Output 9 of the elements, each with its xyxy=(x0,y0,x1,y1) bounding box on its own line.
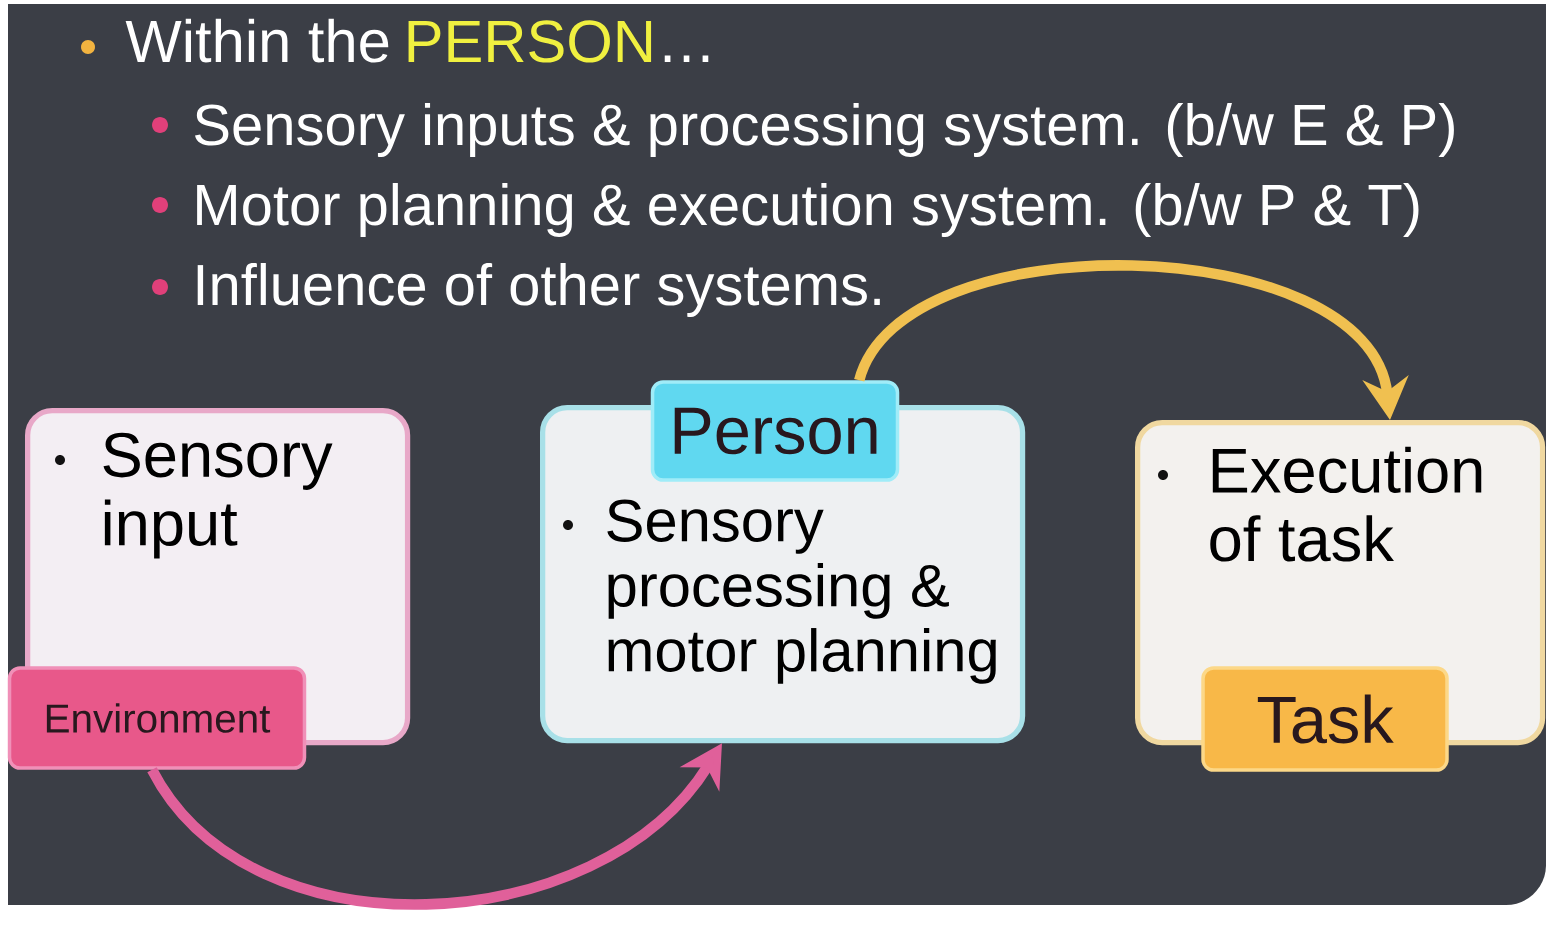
label-tab: Person xyxy=(650,380,900,482)
bullet-text: Sensory inputs & processing system. (b/w E & P) xyxy=(195,102,1454,158)
label-tab: Task xyxy=(1201,666,1449,772)
heading-text: Within the xyxy=(125,18,389,63)
label-tab: Environment xyxy=(7,666,307,770)
heading-text: … xyxy=(664,55,709,62)
bullet-text: Influence of other systems. xyxy=(197,262,880,318)
heading-text: PERSON xyxy=(408,20,652,63)
bullet-text: Motor planning & execution system. (b/w P & T) xyxy=(197,182,1419,238)
